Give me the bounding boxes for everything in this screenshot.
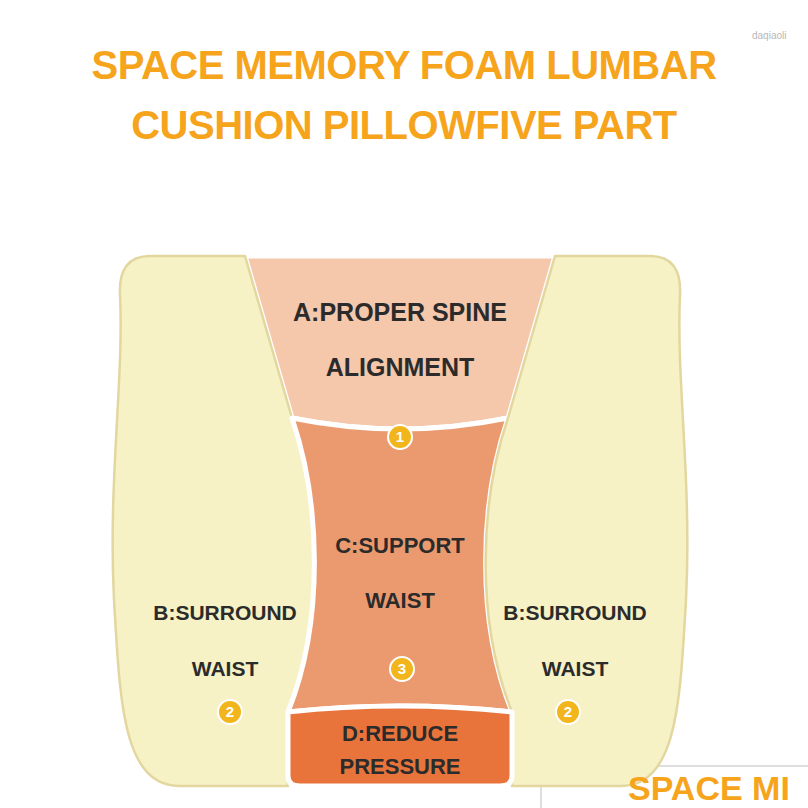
corner-heading: SPACE MI <box>628 768 790 808</box>
side-zone: B:SURROUND WAIST <box>108 250 304 792</box>
zone-outline <box>245 256 555 429</box>
callout-number-holder: 3 <box>389 656 415 682</box>
zone-label: B:SURROUND WAIST <box>495 585 655 697</box>
zone-label: A:PROPER SPINE ALIGNMENT <box>265 285 535 395</box>
zone-outline <box>486 256 688 786</box>
title-holder: SPACE MEMORY FOAM LUMBAR CUSHION PILLOWF… <box>54 35 754 155</box>
zone-label: B:SURROUND WAIST <box>140 585 310 697</box>
zone-label: C:SUPPORT WAIST <box>325 518 475 628</box>
zone-outline <box>288 418 512 712</box>
page-title: SPACE MEMORY FOAM LUMBAR CUSHION PILLOWF… <box>54 35 754 155</box>
watermark: daqiaoli <box>752 30 786 41</box>
callout-number: 2 <box>555 699 581 725</box>
zone-shape <box>108 250 304 792</box>
pressure-zone: D:REDUCE PRESSURE <box>282 700 518 792</box>
zone-shape <box>496 250 692 792</box>
zone-outline <box>288 706 512 786</box>
callout-number: 1 <box>387 424 413 450</box>
side-zone: B:SURROUND WAIST <box>496 250 692 792</box>
corner-heading-holder: SPACE MI <box>628 768 790 808</box>
watermark-holder: daqiaoli <box>752 30 786 41</box>
callout-number: 2 <box>217 699 243 725</box>
zone-outline <box>113 256 315 786</box>
callout-number-holder: 2 <box>555 699 581 725</box>
callout-number-holder: 2 <box>217 699 243 725</box>
callout-number-holder: 1 <box>387 424 413 450</box>
callout-number: 3 <box>389 656 415 682</box>
zone-label: D:REDUCE PRESSURE <box>300 717 500 783</box>
